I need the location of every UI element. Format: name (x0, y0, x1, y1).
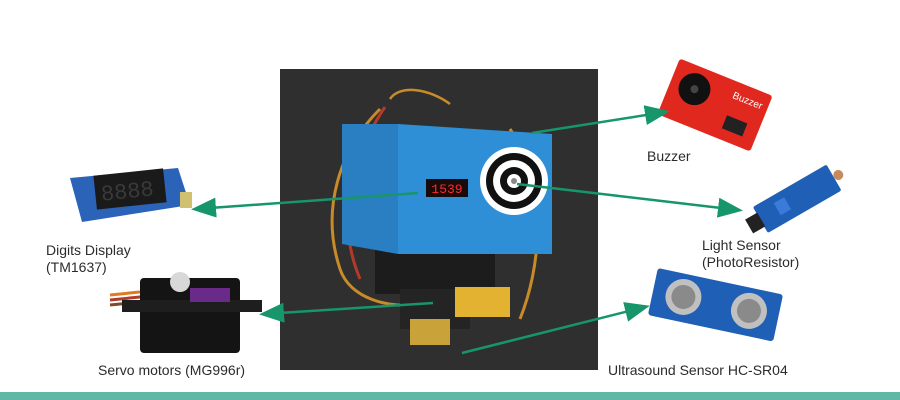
arrow-to-light-sensor (516, 182, 743, 218)
light-sensor-module (745, 165, 844, 234)
device-photo: 1539 (280, 69, 598, 370)
servo-motor (109, 272, 262, 353)
light-sensor-label: Light Sensor (PhotoResistor) (702, 237, 800, 270)
ultrasound-sensor-label: Ultrasound Sensor HC-SR04 (608, 362, 788, 378)
servo-motors-label: Servo motors (MG996r) (98, 362, 246, 378)
device-display-readout: 1539 (431, 182, 462, 197)
device-illustration: 1539 (330, 88, 552, 345)
arrow-to-ultrasound-sensor (461, 302, 650, 355)
footer-bar (0, 392, 900, 400)
arrow-to-servo-motors (259, 301, 434, 323)
buzzer-module: Buzzer (658, 59, 772, 151)
ultrasound-sensor-module (648, 268, 783, 342)
digits-display-module: 8888 (70, 168, 192, 222)
arrow-to-digits-display (191, 191, 419, 218)
digits-display-label: Digits Display (TM1637) (46, 242, 131, 275)
arrow-to-buzzer (531, 105, 670, 135)
buzzer-label: Buzzer (647, 148, 691, 164)
svg-text:8888: 8888 (100, 177, 155, 207)
